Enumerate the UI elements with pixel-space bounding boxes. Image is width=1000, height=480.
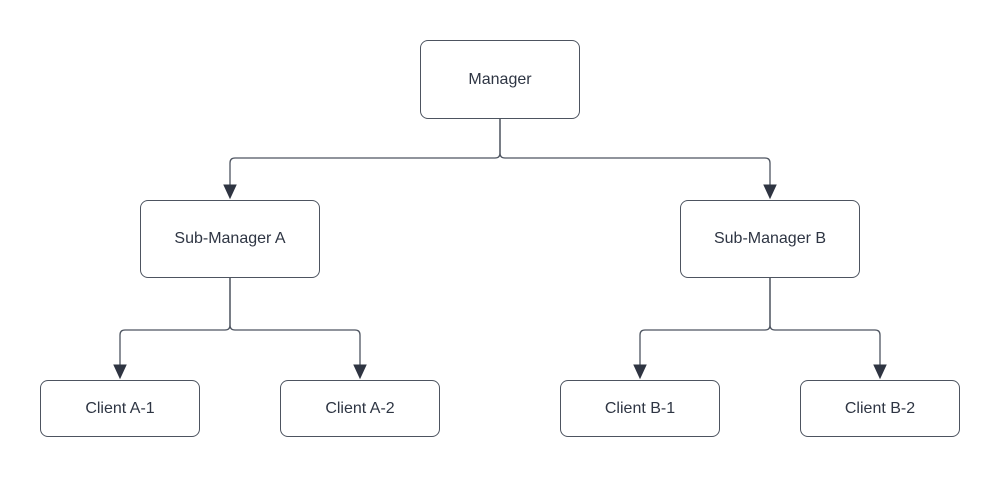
arrowhead-icon xyxy=(763,184,777,200)
node-label: Client A-1 xyxy=(85,399,155,417)
arrowhead-icon xyxy=(113,364,127,380)
edge-manager-sub-manager-b xyxy=(499,119,777,200)
edge-sub-manager-b-client-b1 xyxy=(633,278,771,380)
node-label: Client B-2 xyxy=(844,399,916,417)
arrowhead-icon xyxy=(353,364,367,380)
node-client-a2: Client A-2 xyxy=(280,380,440,437)
node-label: Sub-Manager B xyxy=(713,230,827,248)
arrowhead-icon xyxy=(633,364,647,380)
node-label: Client A-2 xyxy=(325,399,395,417)
edge-manager-sub-manager-a xyxy=(223,119,501,200)
node-label: Sub-Manager A xyxy=(174,230,286,248)
node-client-a1: Client A-1 xyxy=(40,380,200,437)
edge-sub-manager-a-client-a2 xyxy=(229,278,367,380)
arrowhead-icon xyxy=(223,184,237,200)
node-sub-manager-a: Sub-Manager A xyxy=(140,200,320,278)
edge-sub-manager-a-client-a1 xyxy=(113,278,231,380)
node-client-b2: Client B-2 xyxy=(800,380,960,437)
node-client-b1: Client B-1 xyxy=(560,380,720,437)
node-label: Manager xyxy=(468,70,532,88)
node-manager: Manager xyxy=(420,40,580,119)
arrowhead-icon xyxy=(873,364,887,380)
edge-sub-manager-b-client-b2 xyxy=(769,278,887,380)
node-label: Client B-1 xyxy=(604,399,676,417)
node-sub-manager-b: Sub-Manager B xyxy=(680,200,860,278)
